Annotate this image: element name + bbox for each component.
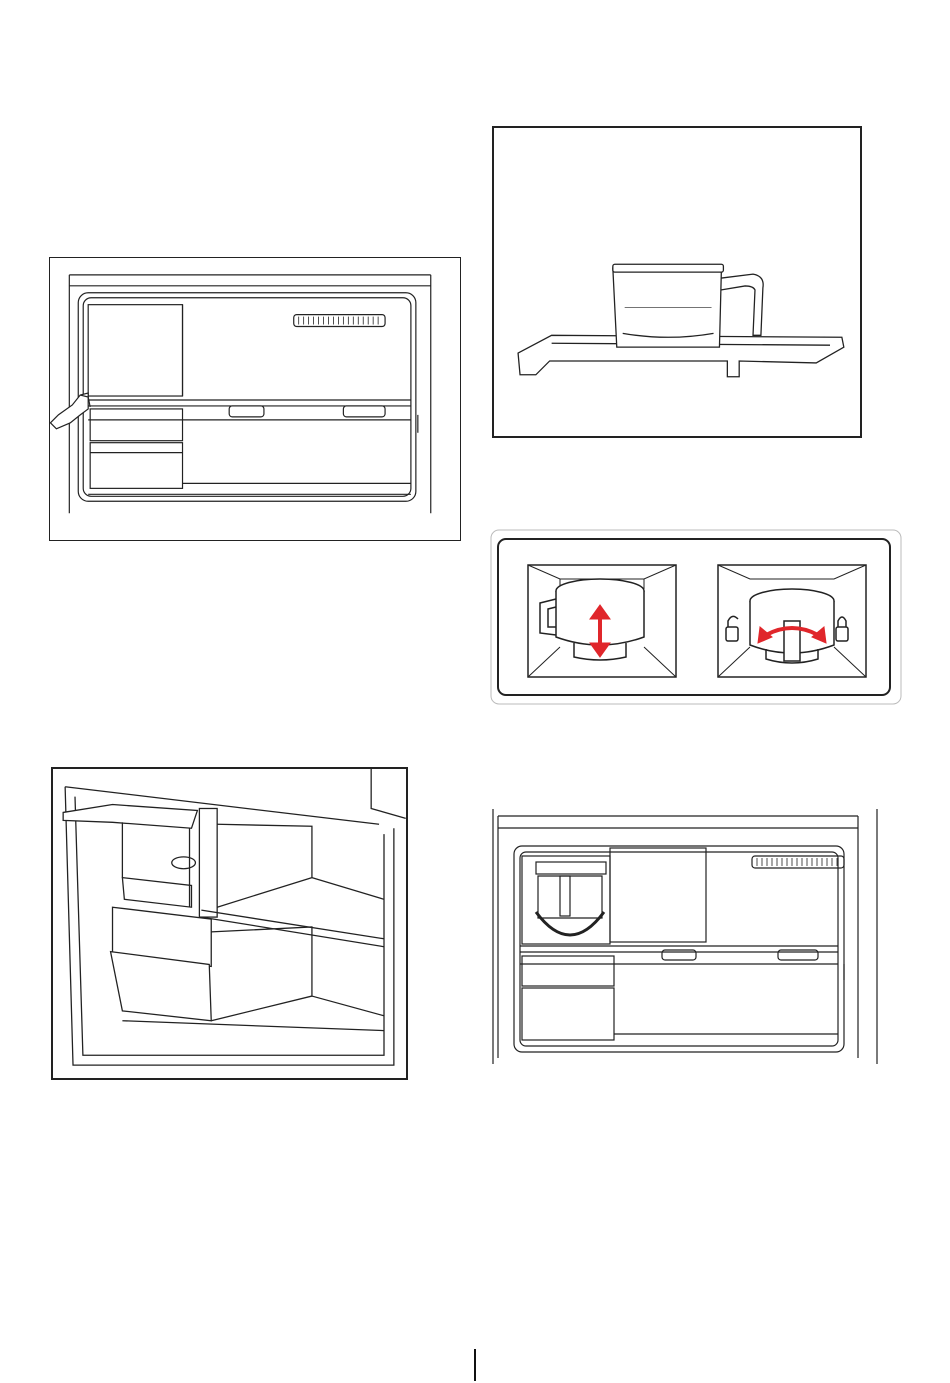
- tank-lock-instructions-figure: [490, 529, 902, 705]
- fridge-tank-installed-figure: [492, 808, 878, 1064]
- fridge-shelf-perspective-icon: [53, 769, 406, 1078]
- water-tank-figure: [492, 126, 862, 438]
- tank-lock-unlock-icon: [490, 529, 902, 705]
- fridge-tank-installed-icon: [492, 808, 878, 1064]
- fridge-hand-pull-icon: [50, 258, 460, 540]
- fridge-hand-pull-figure: [49, 257, 461, 541]
- page-marker: [474, 1349, 476, 1381]
- water-tank-on-shelf-icon: [494, 128, 860, 436]
- fridge-shelf-perspective-figure: [51, 767, 408, 1080]
